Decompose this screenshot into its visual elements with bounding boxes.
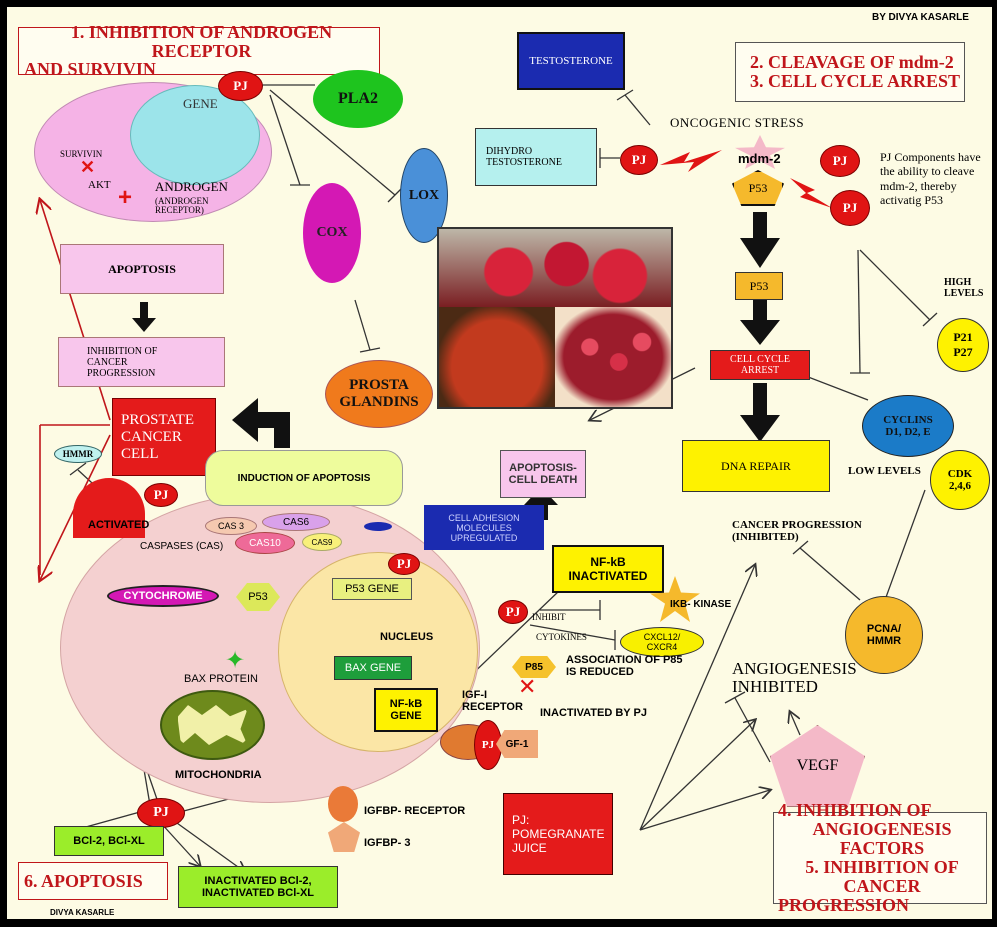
cut-fruit-photo xyxy=(555,307,671,407)
gene-region xyxy=(130,85,260,185)
cas3-node: CAS 3 xyxy=(205,517,257,535)
mdm2-label: mdm-2 xyxy=(738,151,781,166)
section-23-title: 2. CLEAVAGE OF mdm-2 3. CELL CYCLE ARRES… xyxy=(735,42,965,102)
pj-node-3: PJ xyxy=(388,553,420,575)
pla2-node: PLA2 xyxy=(313,70,403,128)
credit-top: BY DIVYA KASARLE xyxy=(872,12,969,23)
low-levels-label: LOW LEVELS xyxy=(848,465,921,477)
mitochondria-cristae xyxy=(177,705,248,745)
cell-adhesion-box: CELL ADHESION MOLECULES UPREGULATED xyxy=(424,505,544,550)
induction-apoptosis-box: INDUCTION OF APOPTOSIS xyxy=(205,450,403,506)
apoptosis-box: APOPTOSIS xyxy=(60,244,224,294)
testosterone-box: TESTOSTERONE xyxy=(517,32,625,90)
pj-node-2: PJ xyxy=(144,483,178,507)
cyclins-node: CYCLINS D1, D2, E xyxy=(862,395,954,457)
pj-node-1: PJ xyxy=(218,71,263,101)
bcl2-box: BCl-2, BCl-XL xyxy=(54,826,164,856)
gene-label: GENE xyxy=(183,96,218,111)
dna-repair-box: DNA REPAIR xyxy=(682,440,830,492)
apoptosis-cell-death-box: APOPTOSIS- CELL DEATH xyxy=(500,450,586,498)
mitochondria-label: MITOCHONDRIA xyxy=(175,769,262,781)
nfkb-gene-box: NF-kB GENE xyxy=(374,688,438,732)
p53-cell-node: P53 xyxy=(236,583,280,611)
dihydrotestosterone-box: DIHYDRO TESTOSTERONE xyxy=(475,128,597,186)
high-levels-label: HIGH LEVELS xyxy=(944,277,984,299)
pj-node-7: PJ xyxy=(620,145,658,175)
credit-bottom: DIVYA KASARLE xyxy=(50,908,115,917)
p53-box: P53 xyxy=(735,272,783,300)
pj-node-4: PJ xyxy=(137,798,185,828)
pj-components-note: PJ Components have the ability to cleave… xyxy=(880,150,981,208)
igfbp-receptor-label: IGFBP- RECEPTOR xyxy=(364,805,466,817)
angiogenesis-label: ANGIOGENESIS INHIBITED xyxy=(732,659,857,696)
igfbp3-label: IGFBP- 3 xyxy=(364,837,411,849)
inactivated-bcl-box: INACTIVATED BCl-2, INACTIVATED BCl-XL xyxy=(178,866,338,908)
inactivated-by-pj-label: INACTIVATED BY PJ xyxy=(540,707,647,719)
akt-cross-icon: + xyxy=(118,184,133,211)
p85-note: ASSOCIATION OF P85 IS REDUCED xyxy=(566,654,683,678)
androgen-label: ANDROGEN xyxy=(155,179,228,194)
section-1-title: 1. INHIBITION OF ANDROGEN RECEPTOR AND S… xyxy=(18,22,380,79)
hmmr-node: HMMR xyxy=(54,445,102,463)
pomegranate-juice-box: PJ: POMEGRANATE JUICE xyxy=(503,793,613,875)
bax-protein-label: BAX PROTEIN xyxy=(184,673,258,685)
cytokines-label: CYTOKINES xyxy=(536,632,587,642)
cox-node: COX xyxy=(303,183,361,283)
prostate-cancer-cell-box: PROSTATE CANCER CELL xyxy=(112,398,216,476)
inhibit-label: INHIBIT xyxy=(532,612,566,622)
cas9-node: CAS9 xyxy=(302,533,342,551)
p53-gene-box: P53 GENE xyxy=(332,578,412,600)
androgen-receptor-label: (ANDROGEN RECEPTOR) xyxy=(155,196,209,216)
activated-marker xyxy=(73,478,145,538)
cytochrome-node: CYTOCHROME xyxy=(107,585,219,607)
p85-node: P85 xyxy=(512,656,556,678)
pj-node-8: PJ xyxy=(820,145,860,177)
cas6-node: CAS6 xyxy=(262,513,330,531)
igfbp-receptor-node xyxy=(328,786,358,822)
p21-p27-node: P21 P27 xyxy=(937,318,989,372)
cxcl-node: CXCL12/ CXCR4 xyxy=(620,627,704,657)
prostaglandins-node: PROSTA GLANDINS xyxy=(325,360,433,428)
caspases-label: CASPASES (CAS) xyxy=(140,541,224,552)
pj-node-9: PJ xyxy=(830,190,870,226)
pcna-hmmr-node: PCNA/ HMMR xyxy=(845,596,923,674)
akt-label: AKT xyxy=(88,179,111,191)
ikb-kinase-label: IKB- KINASE xyxy=(670,599,732,610)
activated-label: ACTIVATED xyxy=(88,519,150,531)
survivin-cross-icon: ✕ xyxy=(80,157,96,177)
bax-gene-box: BAX GENE xyxy=(334,656,412,680)
arils-photo xyxy=(439,229,671,307)
cdk-node: CDK 2,4,6 xyxy=(930,450,990,510)
oncogenic-stress-label: ONCOGENIC STRESS xyxy=(670,115,805,130)
section-6-title: 6. APOPTOSIS xyxy=(18,862,168,900)
mitochondria-node xyxy=(160,690,265,760)
inhibition-progression-box: INHIBITION OF CANCER PROGRESSION xyxy=(58,337,225,387)
pomegranate-photo xyxy=(437,227,673,409)
igf-receptor-label: IGF-I RECEPTOR xyxy=(462,689,523,713)
cas10-node: CAS10 xyxy=(235,532,295,554)
pj-node-6: PJ xyxy=(498,600,528,624)
bax-star-icon: ✦ xyxy=(225,647,246,674)
p85-cross-icon: ✕ xyxy=(518,674,537,699)
gf1-node: GF-1 xyxy=(496,730,538,758)
adhesion-molecule-icon xyxy=(364,522,392,531)
survivin-label: SURVIVIN xyxy=(60,149,103,159)
nfkb-inactivated-box: NF-kB INACTIVATED xyxy=(552,545,664,593)
section-45-title: 4. INHIBITION OF ANGIOGENESIS FACTORS 5.… xyxy=(773,801,987,914)
cell-cycle-arrest-box: CELL CYCLE ARREST xyxy=(710,350,810,380)
nucleus-label: NUCLEUS xyxy=(380,631,434,643)
whole-fruit-photo xyxy=(439,307,555,407)
cancer-progression-label: CANCER PROGRESSION (INHIBITED) xyxy=(732,519,862,543)
